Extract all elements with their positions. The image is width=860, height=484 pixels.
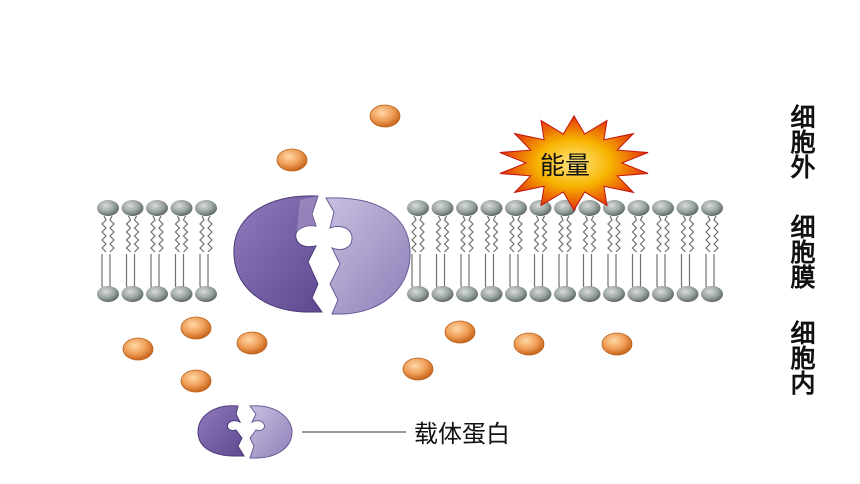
carrier-protein [233, 195, 411, 315]
lipid-head [603, 286, 625, 302]
lipid-head [480, 286, 503, 302]
molecule [180, 369, 212, 393]
lipid-head [505, 200, 527, 216]
lipid-head [652, 200, 674, 216]
lipid-bilayer [97, 200, 723, 302]
phospholipid [97, 200, 119, 302]
lipid-head [97, 200, 119, 216]
energy-burst [499, 114, 649, 212]
phospholipid [701, 200, 723, 302]
lipid-head [627, 200, 650, 216]
lipid-head [407, 286, 429, 302]
lipid-head [97, 286, 119, 302]
phospholipid [578, 200, 601, 302]
lipid-head [170, 286, 193, 302]
lipid-head [146, 286, 168, 302]
carrier-protein-legend-icon [197, 405, 293, 459]
phospholipid [652, 200, 674, 302]
energy-label: 能量 [540, 151, 591, 180]
cell-membrane-label: 细胞膜 [787, 214, 816, 289]
molecule [513, 332, 545, 356]
phospholipid [480, 200, 503, 302]
lipid-head [603, 200, 625, 216]
molecule [180, 316, 212, 340]
phospholipid [627, 200, 650, 302]
cell-outside-label: 细胞外 [787, 104, 816, 179]
lipid-head [701, 200, 723, 216]
phospholipid [505, 200, 527, 302]
lipid-head [456, 286, 478, 302]
lipid-head [676, 286, 699, 302]
phospholipid [195, 200, 217, 302]
lipid-head [578, 200, 601, 216]
lipid-head [701, 286, 723, 302]
phospholipid [603, 200, 625, 302]
cell-inside-label: 细胞内 [787, 320, 816, 395]
phospholipid [554, 200, 576, 302]
lipid-head [676, 200, 699, 216]
lipid-head [456, 200, 478, 216]
lipid-head [170, 200, 193, 216]
lipid-head [652, 286, 674, 302]
lipid-head [627, 286, 650, 302]
phospholipid [121, 200, 144, 302]
molecule [276, 148, 308, 172]
lipid-head [407, 200, 429, 216]
molecule [236, 331, 268, 355]
lipid-head [505, 286, 527, 302]
lipid-head [146, 200, 168, 216]
molecule [601, 332, 633, 356]
phospholipid [431, 200, 454, 302]
phospholipid [529, 200, 552, 302]
phospholipid [407, 200, 429, 302]
carrier-protein-label: 载体蛋白 [414, 420, 510, 448]
molecule [444, 320, 476, 344]
phospholipid [456, 200, 478, 302]
carrier-protein-right-half [325, 197, 411, 315]
phospholipid [170, 200, 193, 302]
lipid-head [529, 286, 552, 302]
lipid-head [195, 200, 217, 216]
lipid-head [578, 286, 601, 302]
molecule [122, 337, 154, 361]
phospholipid [146, 200, 168, 302]
lipid-head [529, 200, 552, 216]
lipid-head [121, 286, 144, 302]
molecule [369, 104, 401, 128]
lipid-head [195, 286, 217, 302]
lipid-head [121, 200, 144, 216]
lipid-head [431, 286, 454, 302]
lipid-head [431, 200, 454, 216]
lipid-head [480, 200, 503, 216]
molecules [122, 104, 633, 393]
phospholipid [676, 200, 699, 302]
lipid-head [554, 286, 576, 302]
molecule [402, 357, 434, 381]
